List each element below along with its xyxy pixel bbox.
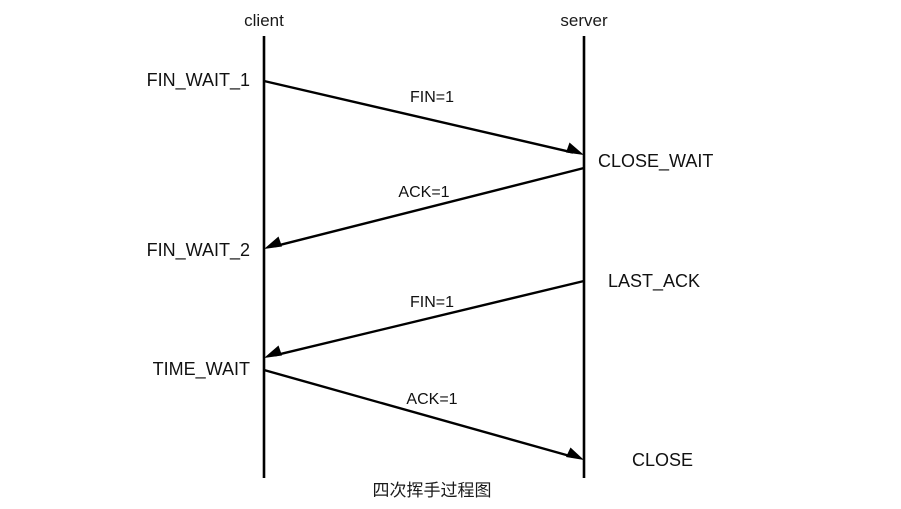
message-line-fin-1 [263,79,574,154]
message-label-fin-1: FIN=1 [410,89,454,106]
message-ack-1: ACK=1 [264,166,585,249]
message-ack-2: ACK=1 [263,368,584,460]
message-fin-1: FIN=1 [263,79,584,155]
message-line-ack-1 [274,166,585,248]
message-line-fin-2 [274,279,585,357]
arrowhead-fin-1 [566,142,584,155]
diagram-caption: 四次挥手过程图 [373,481,492,501]
state-label-fin-wait-1: FIN_WAIT_1 [147,70,250,91]
state-label-time-wait: TIME_WAIT [153,359,250,380]
message-line-ack-2 [263,368,574,459]
message-label-ack-1: ACK=1 [398,184,449,201]
state-label-close-wait: CLOSE_WAIT [598,151,713,172]
message-fin-2: FIN=1 [264,279,585,358]
message-label-fin-2: FIN=1 [410,294,454,311]
state-label-last-ack: LAST_ACK [608,271,700,292]
message-label-ack-2: ACK=1 [406,391,457,408]
lifeline-header-client: client [244,11,284,30]
arrowhead-ack-2 [566,447,584,460]
lifeline-header-server: server [560,11,608,30]
state-label-close: CLOSE [632,450,693,470]
state-label-fin-wait-2: FIN_WAIT_2 [147,240,250,261]
arrowhead-fin-2 [264,345,282,358]
arrowhead-ack-1 [264,236,282,249]
